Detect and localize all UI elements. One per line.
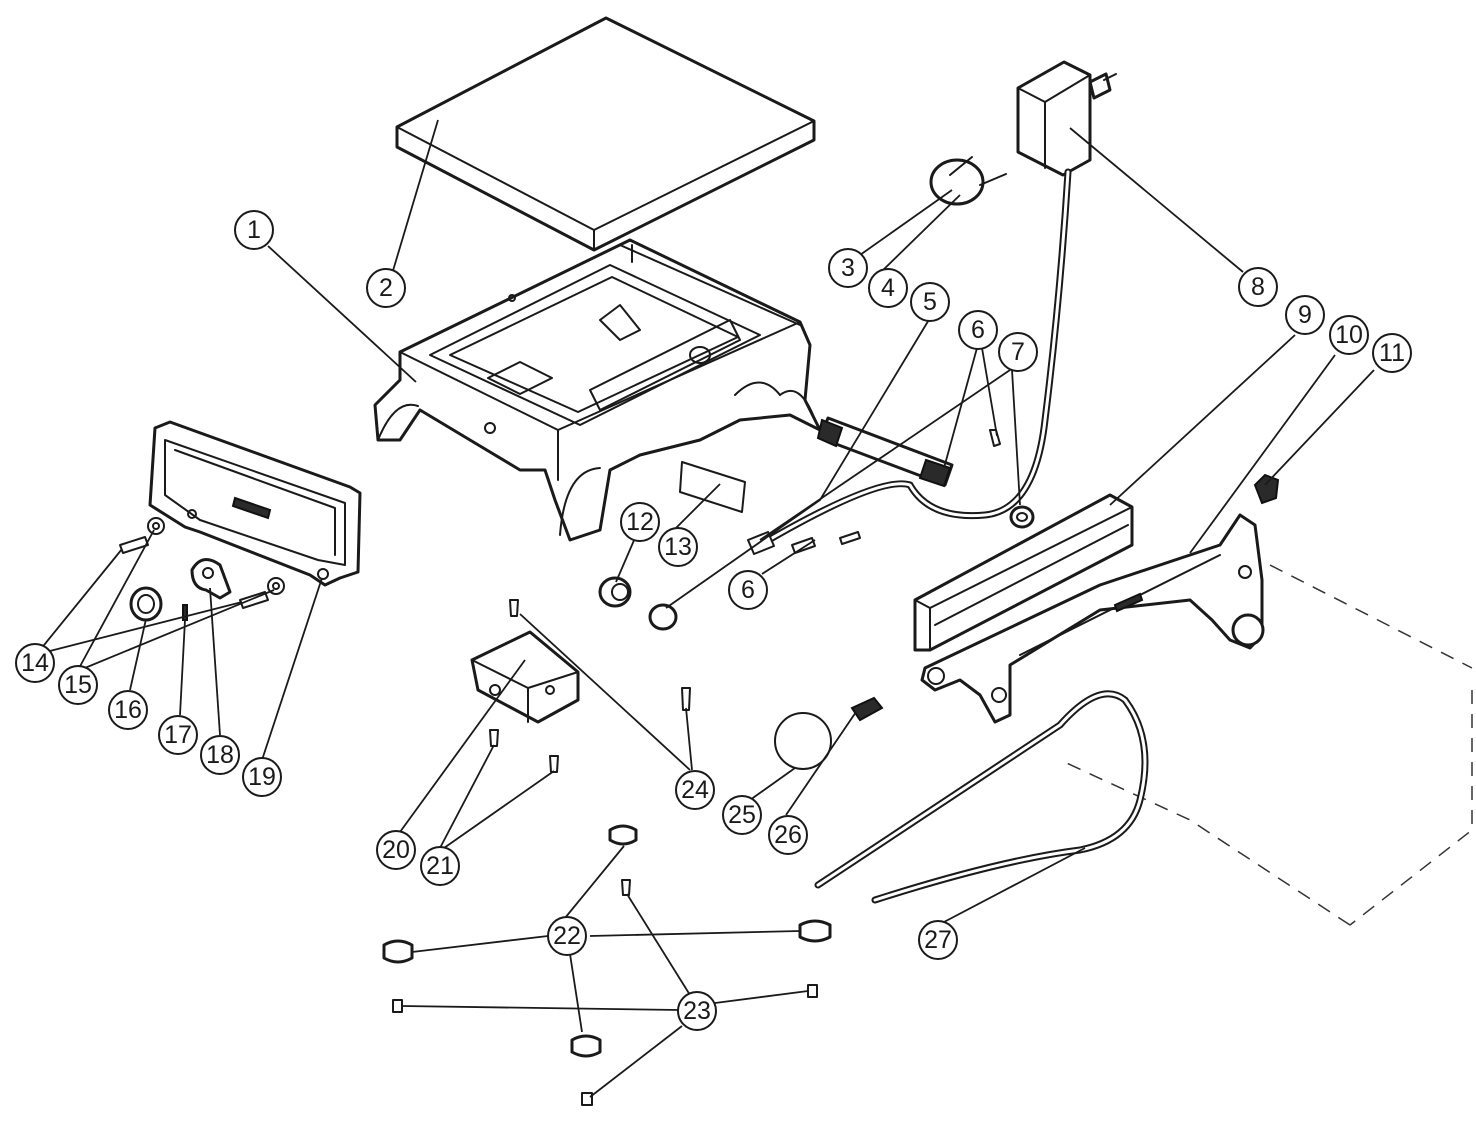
leader-lines [39,119,1375,1098]
svg-text:19: 19 [248,763,276,791]
svg-text:18: 18 [206,741,234,769]
svg-text:22: 22 [553,922,581,950]
callout-18: 18 [200,735,240,775]
part-7-ring [1009,505,1035,529]
part-21-screw-b [549,755,559,773]
svg-text:17: 17 [164,721,192,749]
callout-1: 1 [234,210,274,250]
part-3-4-cover-screws [929,156,1007,206]
svg-text:21: 21 [426,852,454,880]
callout-20: 20 [376,830,416,870]
svg-text:23: 23 [683,997,711,1025]
callout-17: 17 [158,715,198,755]
callout-13: 13 [658,527,698,567]
callout-16: 16 [108,690,148,730]
callout-3: 3 [828,248,868,288]
dashed-outline [1059,564,1473,926]
svg-text:13: 13 [664,533,692,561]
part-2-top-plate [395,16,816,252]
callout-23: 23 [677,991,717,1031]
part-9-rail [913,493,1134,652]
part-19-front-bezel [148,420,362,587]
callout-22: 22 [547,916,587,956]
callout-5: 5 [910,282,950,322]
svg-text:6: 6 [741,576,755,604]
svg-text:7: 7 [1011,338,1025,366]
part-24-screw-b [681,687,691,711]
part-6-screw-lower-a [791,537,816,554]
callout-9: 9 [1285,295,1325,335]
svg-text:25: 25 [728,801,756,829]
part-27-wire-rod [814,690,1149,904]
callout-21: 21 [420,846,460,886]
part-8-power-adapter [1016,60,1117,177]
svg-text:3: 3 [841,254,855,282]
part-22-feet [382,824,832,1058]
part-13-label-plate [679,461,746,513]
callout-8: 8 [1238,267,1278,307]
part-6-screw-upper [989,429,1001,447]
svg-text:12: 12 [626,508,654,536]
callout-12: 12 [620,502,660,542]
callout-2: 2 [366,268,406,308]
part-24-screw-a [509,599,519,617]
svg-text:2: 2 [379,274,393,302]
part-25-disc [774,712,832,770]
svg-text:10: 10 [1335,321,1363,349]
svg-text:1: 1 [247,216,261,244]
callout-15: 15 [58,665,98,705]
part-18-cam-bracket [190,558,232,600]
svg-text:14: 14 [21,649,49,677]
svg-text:6: 6 [971,316,985,344]
svg-text:24: 24 [681,776,709,804]
part-6-screw-lower-b [839,531,861,545]
callout-7: 7 [998,332,1038,372]
callout-24: 24 [675,770,715,810]
front-small-parts [119,517,285,622]
callout-4: 4 [868,268,908,308]
part-16-knob [129,586,163,622]
callout-19: 19 [242,757,282,797]
part-23-foot-screws [392,879,818,1106]
callout-6-lower: 6 [728,570,768,610]
svg-text:26: 26 [774,821,802,849]
svg-text:16: 16 [114,696,142,724]
svg-text:9: 9 [1298,301,1312,329]
callout-27: 27 [918,920,958,960]
part-1-base-frame [373,238,822,542]
part-21-screw-a [489,729,499,747]
callout-14: 14 [15,643,55,683]
part-10-arm [920,513,1265,724]
callout-26: 26 [768,815,808,855]
part-5-shaft [816,416,954,488]
svg-text:11: 11 [1379,339,1405,367]
callout-6-upper: 6 [958,310,998,350]
part-20-load-cell [470,630,580,724]
svg-text:5: 5 [923,288,937,316]
callout-10: 10 [1329,315,1369,355]
part-11-fitting [1253,473,1280,505]
callout-25: 25 [722,795,762,835]
svg-text:15: 15 [64,671,92,699]
part-26-connector [850,696,884,722]
svg-text:20: 20 [382,836,410,864]
svg-text:27: 27 [924,926,952,954]
svg-text:8: 8 [1251,273,1265,301]
callout-11: 11 [1372,333,1412,373]
part-12-bushing [598,576,632,608]
svg-text:4: 4 [881,274,895,302]
part-5-end-bushing [648,603,678,631]
